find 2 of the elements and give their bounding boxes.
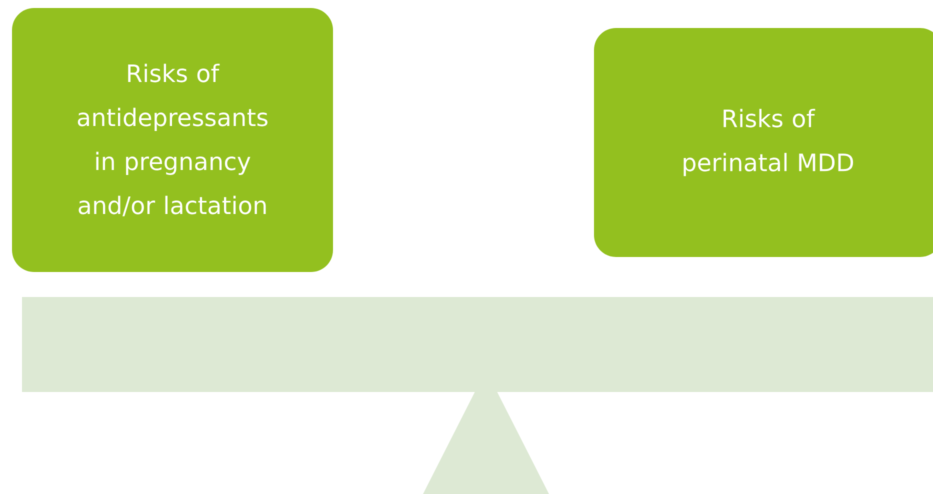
risk-box: Risks of antidepressants in pregnancy and/or lactation bbox=[12, 8, 333, 272]
risk-box: Risks of perinatal MDD bbox=[594, 28, 933, 257]
